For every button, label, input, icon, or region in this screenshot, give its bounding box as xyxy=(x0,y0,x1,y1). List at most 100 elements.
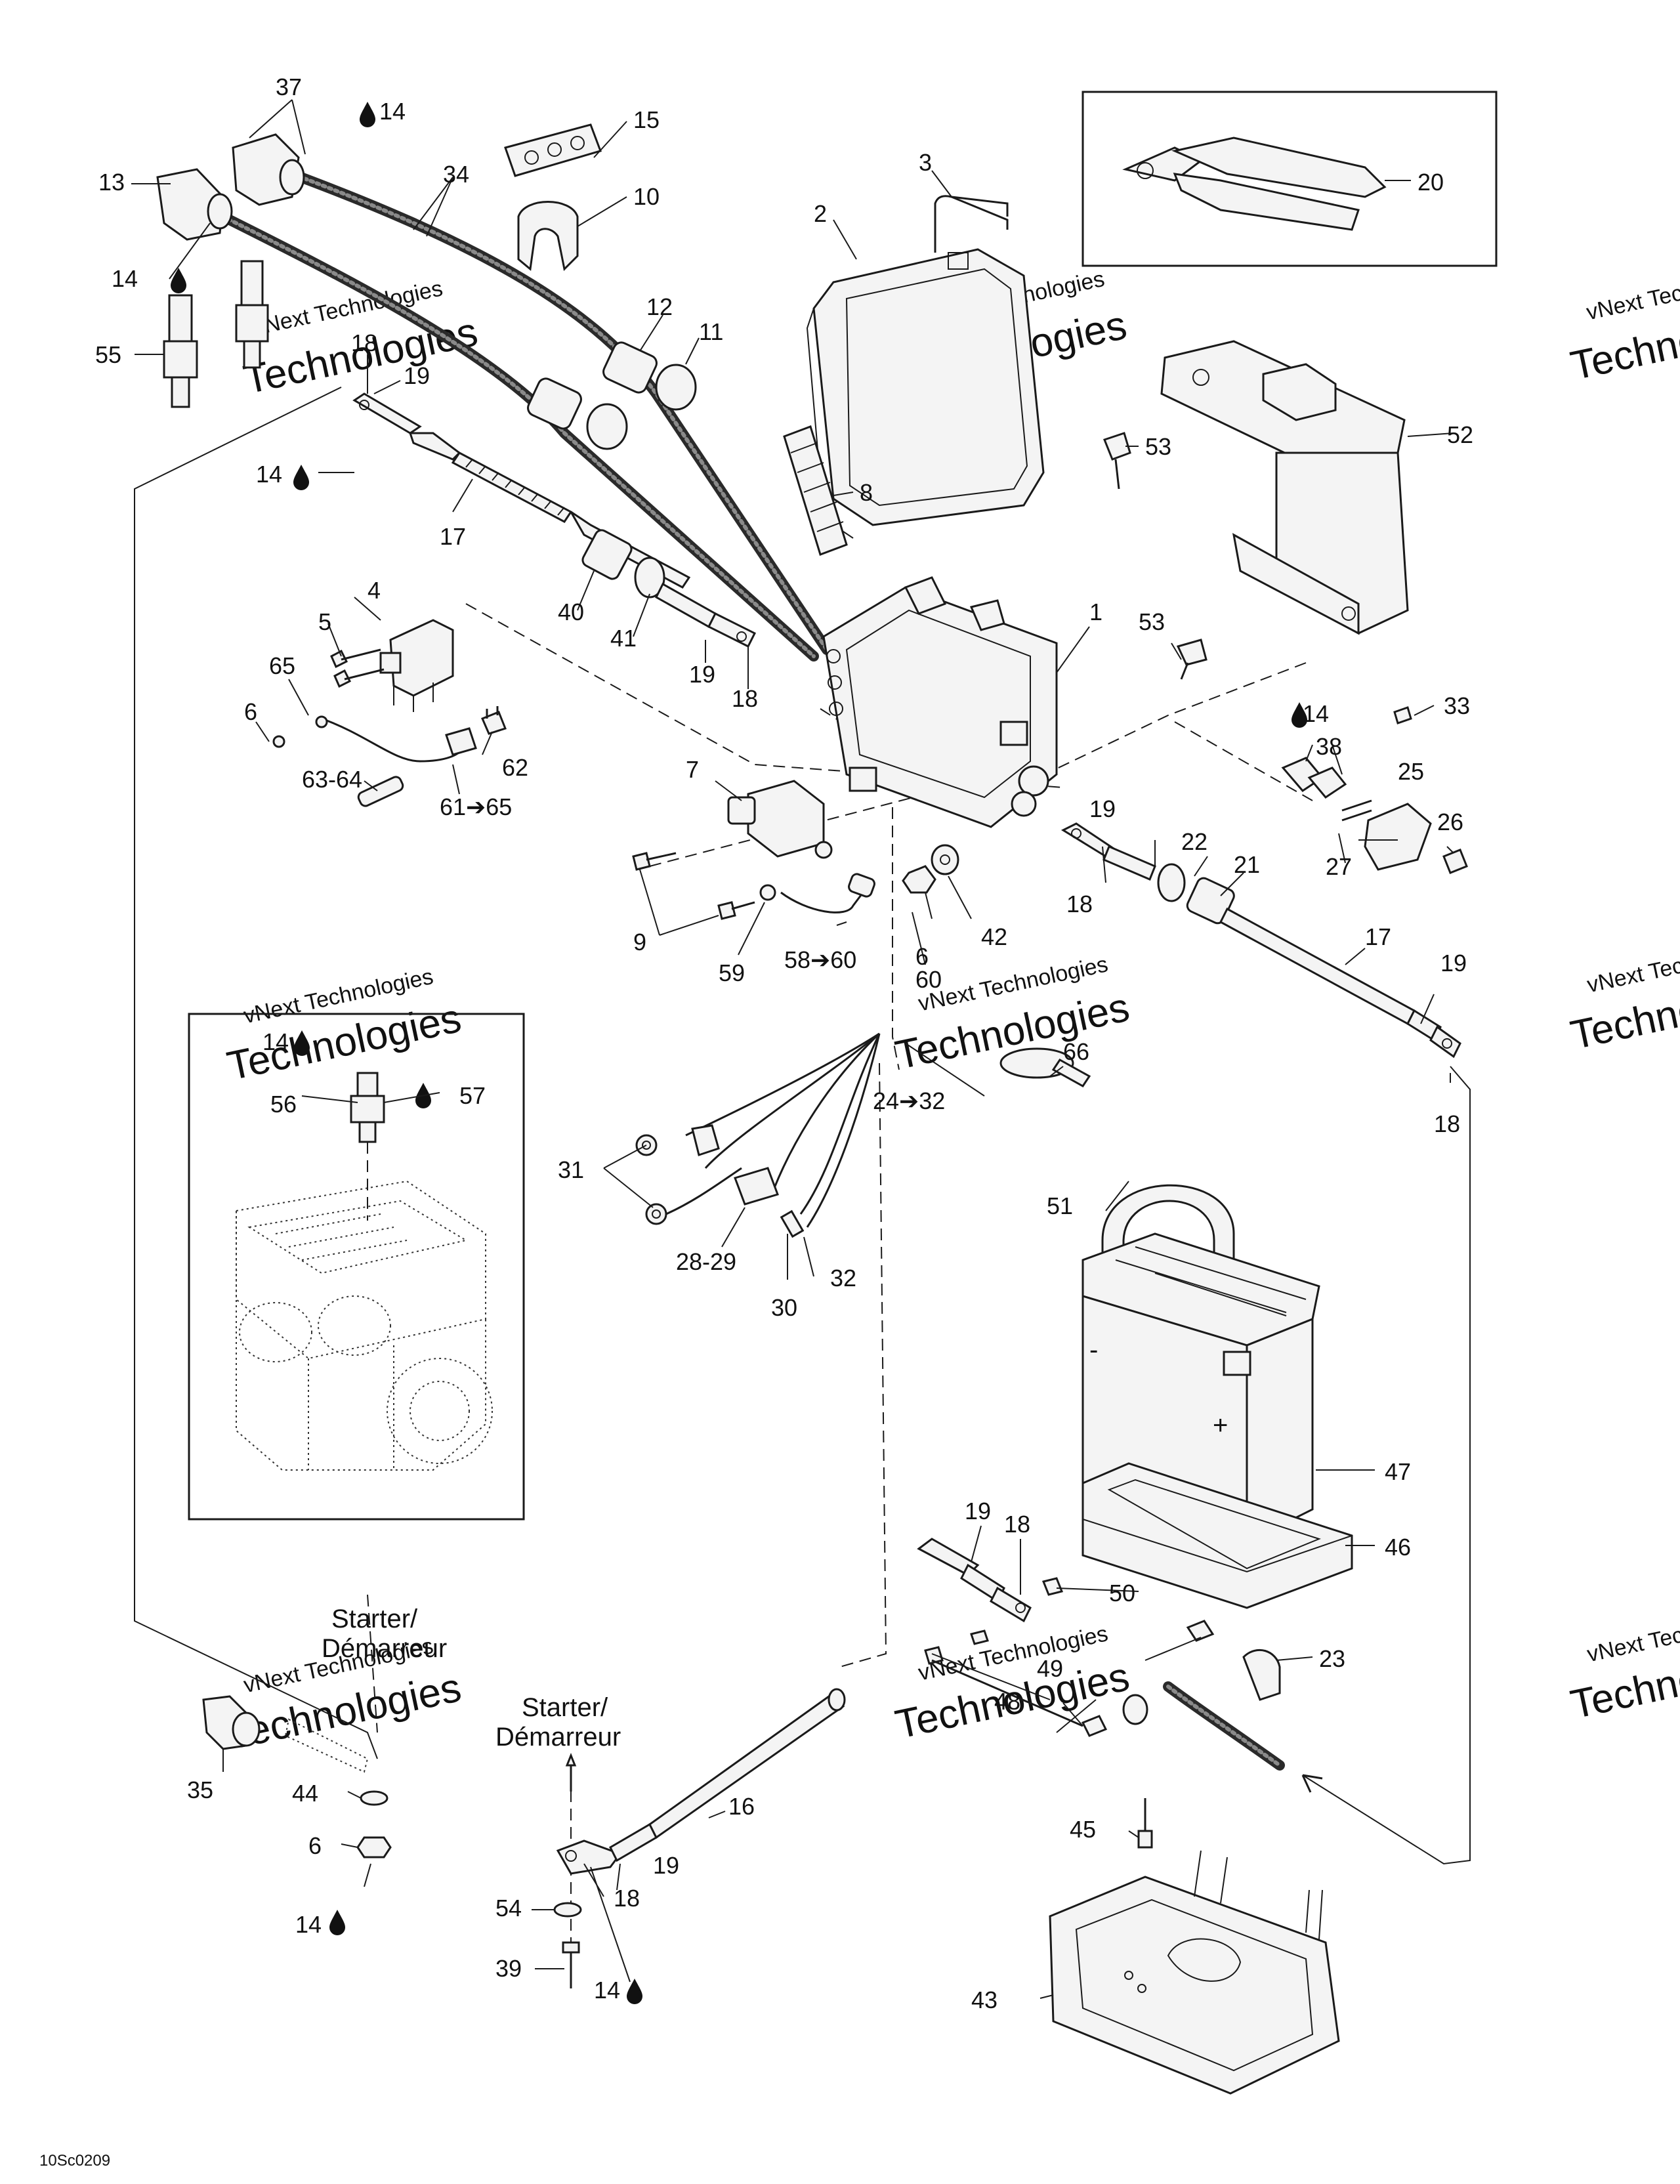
callout-63-64: 63-64 xyxy=(302,766,362,793)
tool-inset-frame xyxy=(1082,91,1498,267)
negative-cable-end xyxy=(917,1538,1281,1737)
callout-53: 53 xyxy=(1139,608,1165,635)
callout-14: 14 xyxy=(112,265,138,292)
hv-wire-assembly xyxy=(211,169,832,662)
callout-44: 44 xyxy=(292,1780,318,1807)
callout-53: 53 xyxy=(1145,433,1171,460)
callout-62: 62 xyxy=(502,754,528,781)
starter-label: Starter/ xyxy=(522,1693,608,1722)
callout-7: 7 xyxy=(686,756,699,783)
callout-35: 35 xyxy=(187,1776,213,1803)
callout-32: 32 xyxy=(830,1265,856,1292)
drop-icon xyxy=(293,465,309,490)
cable-route-line-right xyxy=(1302,1066,1471,1865)
callout-19: 19 xyxy=(1089,795,1116,822)
callout-16: 16 xyxy=(728,1793,755,1820)
callout-47: 47 xyxy=(1385,1458,1411,1485)
positive-cable-right xyxy=(1060,822,1461,1059)
washer-and-nut xyxy=(356,1790,392,1858)
callout-46: 46 xyxy=(1385,1534,1411,1561)
callout-17: 17 xyxy=(440,523,466,550)
screw-set xyxy=(632,852,875,920)
dashed-assembly-line xyxy=(1017,662,1307,788)
drop-icon xyxy=(627,1979,642,2004)
negative-cable xyxy=(1163,1681,1285,1771)
wire-clip xyxy=(504,123,602,272)
spark-plug xyxy=(163,260,269,408)
electrical-box xyxy=(822,576,1058,828)
starter-cable xyxy=(553,1688,846,1988)
battery-pad xyxy=(1082,1462,1353,1609)
positive-cable xyxy=(352,392,757,648)
wire-harness xyxy=(635,1032,881,1238)
callout-27: 27 xyxy=(1326,853,1352,880)
temperature-sensor xyxy=(350,1072,385,1221)
nut-and-washer xyxy=(902,844,959,894)
cable-route-line-left xyxy=(134,387,378,1759)
callout-23: 23 xyxy=(1319,1645,1345,1672)
starter-labels: Starter/ Démarreur Starter/ Démarreur xyxy=(322,1605,621,1752)
callout-25: 25 xyxy=(1398,758,1424,785)
drop-icon xyxy=(294,1030,310,1056)
callout-50: 50 xyxy=(1109,1580,1135,1606)
callout-51: 51 xyxy=(1047,1192,1073,1219)
callout-12: 12 xyxy=(646,293,673,320)
callout-18: 18 xyxy=(732,685,758,712)
drop-icon xyxy=(360,102,375,127)
dashed-assembly-line xyxy=(839,1062,887,1668)
dashed-assembly-line xyxy=(1174,721,1313,801)
callout-34: 34 xyxy=(443,161,469,188)
callout-2: 2 xyxy=(814,200,827,227)
callout-56: 56 xyxy=(270,1091,297,1118)
callout-38: 38 xyxy=(1316,733,1342,760)
callout-1: 1 xyxy=(1089,598,1102,625)
callout-18: 18 xyxy=(1004,1511,1030,1538)
starter-label: Démarreur xyxy=(322,1634,447,1663)
battery-negative-label: - xyxy=(1089,1335,1098,1364)
leader-lines xyxy=(131,99,1454,1999)
callout-17: 17 xyxy=(1365,923,1391,950)
watermark-text: vNext Technologies xyxy=(1585,1603,1680,1667)
starter-connector xyxy=(202,1695,369,1773)
callout-49: 49 xyxy=(1037,1655,1063,1682)
callout-57: 57 xyxy=(459,1082,486,1109)
callout-19: 19 xyxy=(1440,950,1467,976)
callout-31: 31 xyxy=(558,1156,584,1183)
bolt xyxy=(1103,432,1208,680)
callout-58-60: 58➔60 xyxy=(784,946,856,973)
dashed-assembly-line xyxy=(367,1594,378,1733)
callout-14: 14 xyxy=(379,98,406,125)
callout-21: 21 xyxy=(1234,851,1260,878)
spark-plug-cap xyxy=(156,133,305,241)
callout-14: 14 xyxy=(1303,700,1329,727)
engine-illustration xyxy=(236,1180,493,1471)
callout-5: 5 xyxy=(318,608,331,635)
callout-60: 60 xyxy=(915,966,942,993)
switch-assembly xyxy=(379,619,454,712)
callout-14: 14 xyxy=(594,1977,620,2004)
callout-40: 40 xyxy=(558,598,584,625)
mounting-bracket xyxy=(1160,340,1409,635)
battery-holder xyxy=(1049,1850,1340,2095)
drop-icon xyxy=(1292,702,1307,728)
callout-6: 6 xyxy=(308,1832,322,1859)
callout-66: 66 xyxy=(1063,1038,1089,1065)
watermark-text: vNext Technologies xyxy=(1585,933,1680,998)
screw xyxy=(330,648,385,688)
drop-icon xyxy=(329,1910,345,1935)
callout-24-32: 24➔32 xyxy=(873,1087,945,1114)
callout-19: 19 xyxy=(689,661,715,688)
callout-18: 18 xyxy=(351,329,377,356)
callout-55: 55 xyxy=(95,341,121,368)
callout-18: 18 xyxy=(1066,891,1093,917)
callout-14: 14 xyxy=(262,1028,289,1055)
engine-inset-frame xyxy=(188,1013,525,1521)
drop-icon xyxy=(171,268,186,293)
callout-numbers: 37 14 13 14 55 18 19 14 17 15 10 34 12 1… xyxy=(95,74,1473,2013)
callout-26: 26 xyxy=(1437,808,1463,835)
fuse xyxy=(481,706,507,735)
callout-19: 19 xyxy=(965,1498,991,1524)
callout-65: 65 xyxy=(269,652,295,679)
drawing-code: 10Sc0209 xyxy=(39,2152,110,2170)
dashed-assembly-line xyxy=(892,807,900,1070)
